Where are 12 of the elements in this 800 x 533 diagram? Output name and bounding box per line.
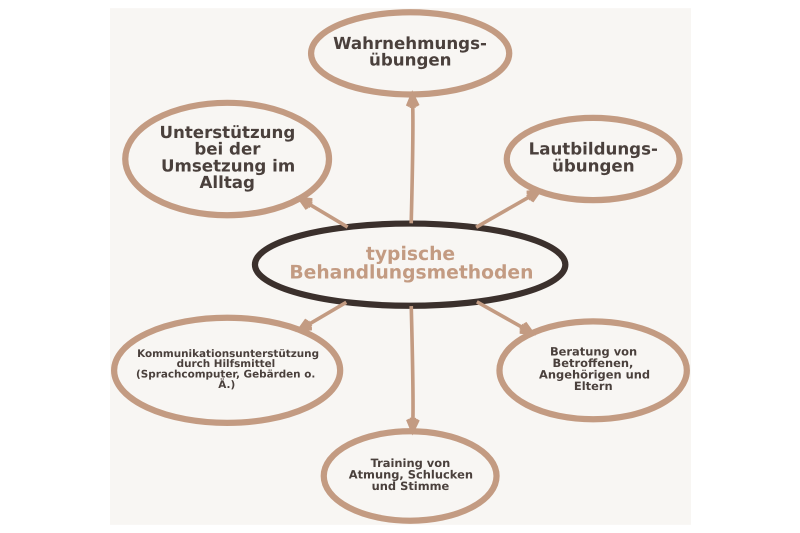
node-ellipse: Kommunikationsunterstützung durch Hilfsmittel (Sprachcomputer, Gebärden o. Ä.) (110, 314, 343, 426)
node-ellipse: typische Behandlungsmethoden (251, 220, 568, 309)
arrow (297, 196, 348, 229)
node-ellipse: Training von Atmung, Schlucken und Stimme (320, 428, 500, 524)
arrow (476, 300, 534, 335)
arrow (474, 189, 541, 229)
arrow (296, 300, 347, 332)
node-ellipse: Beratung von Betroffenen, Angehörigen und Eltern (496, 318, 690, 422)
node-ellipse: Wahrnehmungs- übungen (307, 9, 512, 98)
arrow (405, 306, 420, 433)
node-ellipse: Unterstützung bei der Umsetzung im Alltag (122, 100, 332, 218)
arrow (405, 92, 420, 224)
